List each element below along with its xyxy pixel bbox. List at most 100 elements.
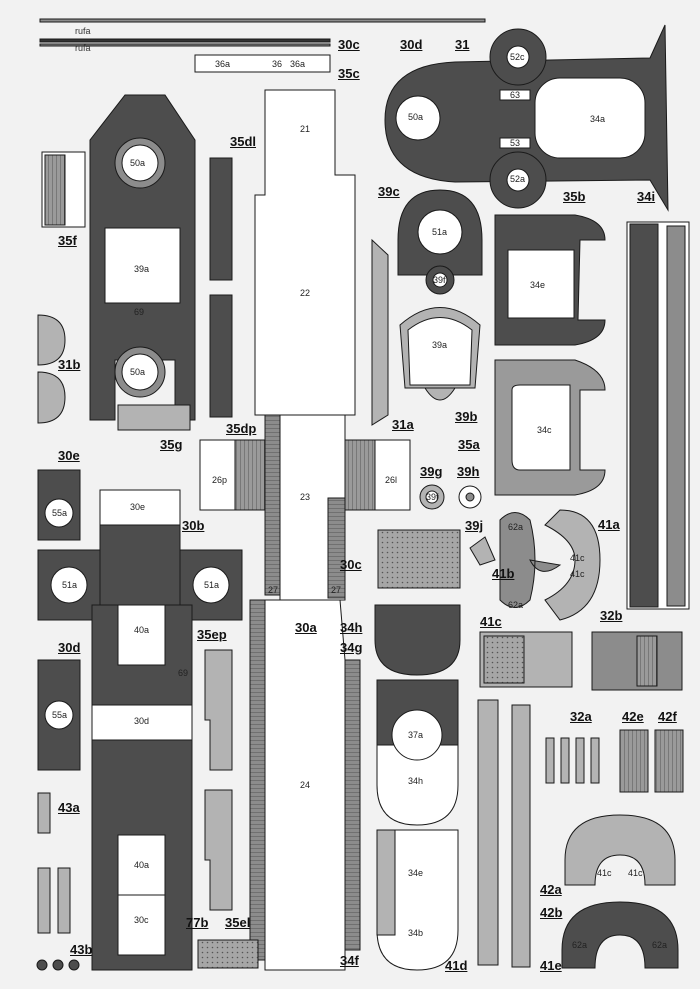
part-text-51a-right: 51a — [204, 580, 220, 590]
part-text-23: 23 — [300, 492, 311, 502]
strip-2 — [39, 38, 331, 43]
part-31a — [371, 238, 389, 426]
part-text-26l: 26l — [385, 475, 398, 485]
part-text-69b: 69 — [178, 668, 189, 678]
part-41d — [477, 699, 499, 966]
part-32a-4 — [590, 737, 600, 784]
part-text-62a-4: 62a — [652, 940, 668, 950]
part-text-39f-small: 39f — [426, 492, 439, 502]
part-text-40a-1: 40a — [134, 625, 150, 635]
part-42e — [619, 729, 649, 793]
part-31b — [37, 314, 66, 424]
part-text-34e: 34e — [408, 868, 424, 878]
part-text-63: 63 — [510, 90, 521, 100]
part-text-36: 36 — [272, 59, 283, 69]
part-text-62a-2: 62a — [508, 600, 524, 610]
label-39g: 39g — [420, 464, 443, 479]
label-34f: 34f — [340, 953, 359, 968]
part-text-34c: 34c — [537, 425, 552, 435]
label-41c: 41c — [480, 614, 502, 629]
part-35dp — [209, 294, 233, 418]
part-text-50a-2: 50a — [130, 367, 146, 377]
part-text-26p: 26p — [212, 475, 228, 485]
part-42b — [561, 901, 679, 969]
part-42f — [654, 729, 684, 793]
label-41e: 41e — [540, 958, 562, 973]
part-35dl — [209, 157, 233, 281]
label-35dp: 35dp — [226, 421, 257, 436]
label-43a: 43a — [58, 800, 80, 815]
label-35f: 35f — [58, 233, 77, 248]
label-35b: 35b — [563, 189, 586, 204]
part-text-55a-2: 55a — [52, 710, 68, 720]
part-41e — [511, 704, 531, 968]
part-text-22: 22 — [300, 288, 311, 298]
rufa-label-1: rufa — [75, 26, 91, 36]
part-35ep — [204, 649, 233, 771]
label-32b: 32b — [600, 608, 623, 623]
rufa-label-2: rufa — [75, 43, 91, 53]
label-30c-top: 30c — [338, 37, 360, 52]
part-26p — [199, 439, 236, 511]
part-26l — [374, 439, 411, 511]
label-35ep: 35ep — [197, 627, 227, 642]
part-text-53: 53 — [510, 138, 521, 148]
part-text-39f-top: 39f — [433, 275, 446, 285]
part-text-41c-2: 41c — [570, 569, 585, 579]
part-text-21: 21 — [300, 124, 311, 134]
label-35c: 35c — [338, 66, 360, 81]
part-text-37a: 37a — [408, 730, 424, 740]
part-text-69: 69 — [134, 307, 145, 317]
label-30d-mid: 30d — [58, 640, 81, 655]
label-31a: 31a — [392, 417, 414, 432]
part-43b-1 — [36, 959, 48, 971]
part-32a-3 — [575, 737, 585, 784]
part-text-52a: 52a — [510, 174, 526, 184]
part-34h-cap — [374, 604, 461, 676]
part-35el — [204, 789, 233, 911]
part-43a — [37, 792, 51, 834]
label-35el: 35el — [225, 915, 251, 930]
label-41a: 41a — [598, 517, 620, 532]
part-text-51a-left: 51a — [62, 580, 78, 590]
part-text-27-right: 27 — [331, 585, 342, 595]
label-35dl: 35dl — [230, 134, 257, 149]
part-34e-34b — [376, 829, 459, 971]
part-text-24: 24 — [300, 780, 311, 790]
part-text-41c-3: 41c — [597, 868, 612, 878]
part-text-34a: 34a — [590, 114, 606, 124]
part-text-41c-4: 41c — [628, 868, 643, 878]
part-43b-3 — [68, 959, 80, 971]
part-text-39a-2: 39a — [432, 340, 448, 350]
label-39b: 39b — [455, 409, 478, 424]
label-43b: 43b — [70, 942, 93, 957]
label-41d: 41d — [445, 958, 468, 973]
part-text-36a-2: 36a — [290, 59, 306, 69]
label-42e: 42e — [622, 709, 644, 724]
label-32a: 32a — [570, 709, 592, 724]
part-30c-box — [377, 529, 461, 589]
part-21-22 — [254, 89, 356, 416]
label-31b: 31b — [58, 357, 81, 372]
label-39c: 39c — [378, 184, 400, 199]
part-text-41c-1: 41c — [570, 553, 585, 563]
part-text-34e-top: 34e — [530, 280, 546, 290]
part-text-50a-top: 50a — [408, 112, 424, 122]
part-43b-2 — [52, 959, 64, 971]
part-text-36a-1: 36a — [215, 59, 231, 69]
part-30b-hull — [99, 524, 181, 606]
part-30e-block — [99, 489, 181, 526]
label-42f: 42f — [658, 709, 677, 724]
part-text-62a-3: 62a — [572, 940, 588, 950]
part-77b — [197, 939, 259, 969]
part-text-30d: 30d — [134, 716, 150, 726]
part-text-50a-1: 50a — [130, 158, 146, 168]
label-35a: 35a — [458, 437, 480, 452]
part-text-40a-2: 40a — [134, 860, 150, 870]
part-text-39a-1: 39a — [134, 264, 150, 274]
label-30b: 30b — [182, 518, 205, 533]
label-34h: 34h — [340, 620, 363, 635]
part-41a — [544, 509, 601, 621]
label-42a: 42a — [540, 882, 562, 897]
